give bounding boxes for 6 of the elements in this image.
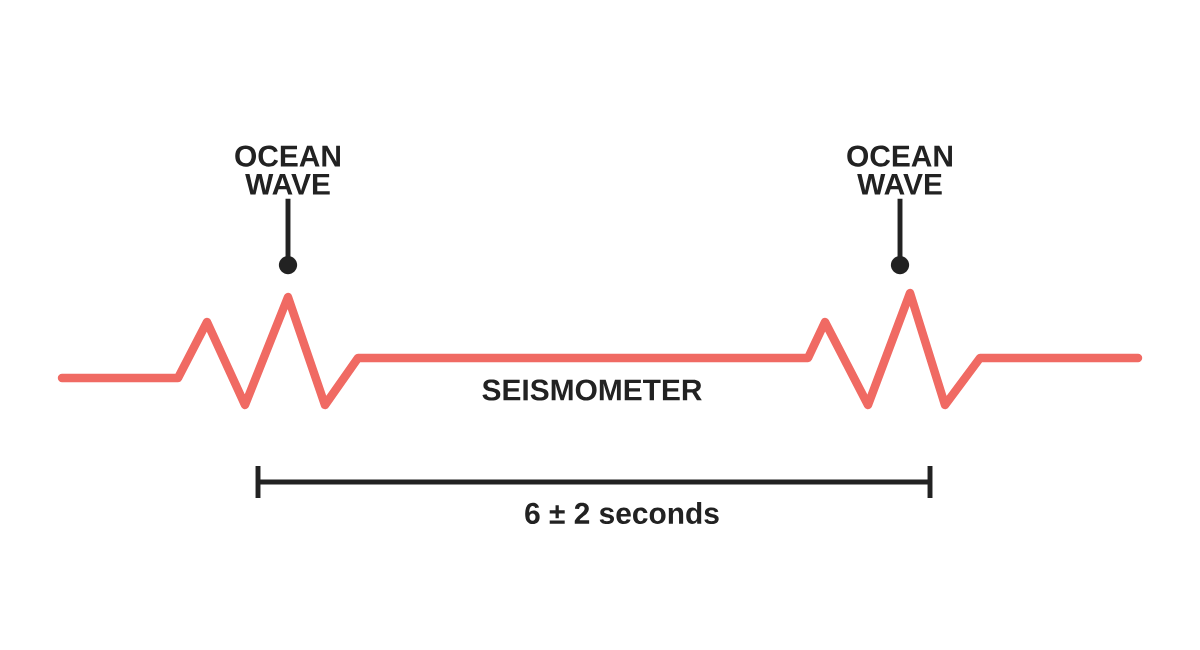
duration-label: 6 ± 2 seconds [525, 502, 719, 524]
wave-label: OCEAN WAVE [235, 145, 340, 195]
wave-label: OCEAN WAVE [847, 145, 952, 195]
leader-line [278, 198, 298, 275]
leader-line [890, 198, 910, 275]
trace-label: SEISMOMETER [482, 379, 702, 401]
